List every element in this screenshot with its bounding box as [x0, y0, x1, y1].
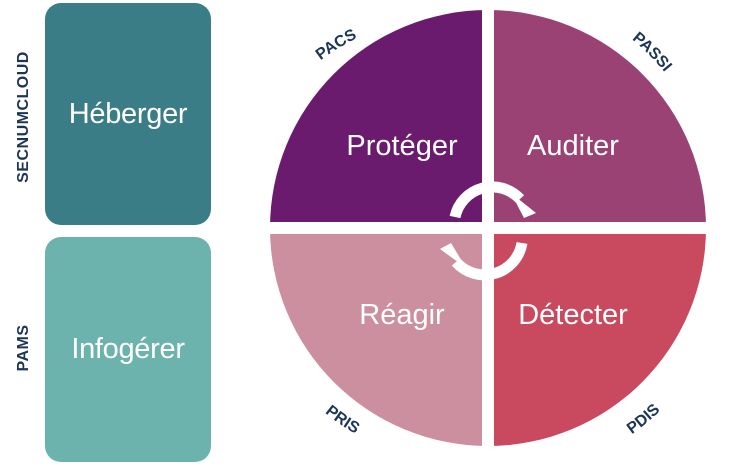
- outsource-card: Infogérer: [45, 237, 211, 462]
- cycle-arrows-icon: [440, 181, 536, 281]
- audit-quadrant: [488, 10, 706, 228]
- pdis-label: PDIS: [624, 401, 663, 438]
- audit-label: Auditer: [527, 130, 619, 162]
- react-label: Réagir: [359, 299, 445, 331]
- react-quadrant: [270, 228, 488, 446]
- detect-quadrant: [488, 228, 706, 446]
- pris-label: PRIS: [322, 402, 362, 437]
- pdis-label-text: PDIS: [624, 401, 663, 438]
- host-card: Héberger: [45, 3, 211, 225]
- horizontal-divider: [250, 222, 730, 234]
- outsource-card-label: Infogérer: [71, 333, 185, 365]
- protect-quadrant: [270, 10, 488, 228]
- protect-label: Protéger: [346, 130, 458, 162]
- detect-label: Détecter: [518, 299, 628, 331]
- pris-label-text: PRIS: [322, 402, 362, 437]
- host-card-label: Héberger: [68, 97, 188, 130]
